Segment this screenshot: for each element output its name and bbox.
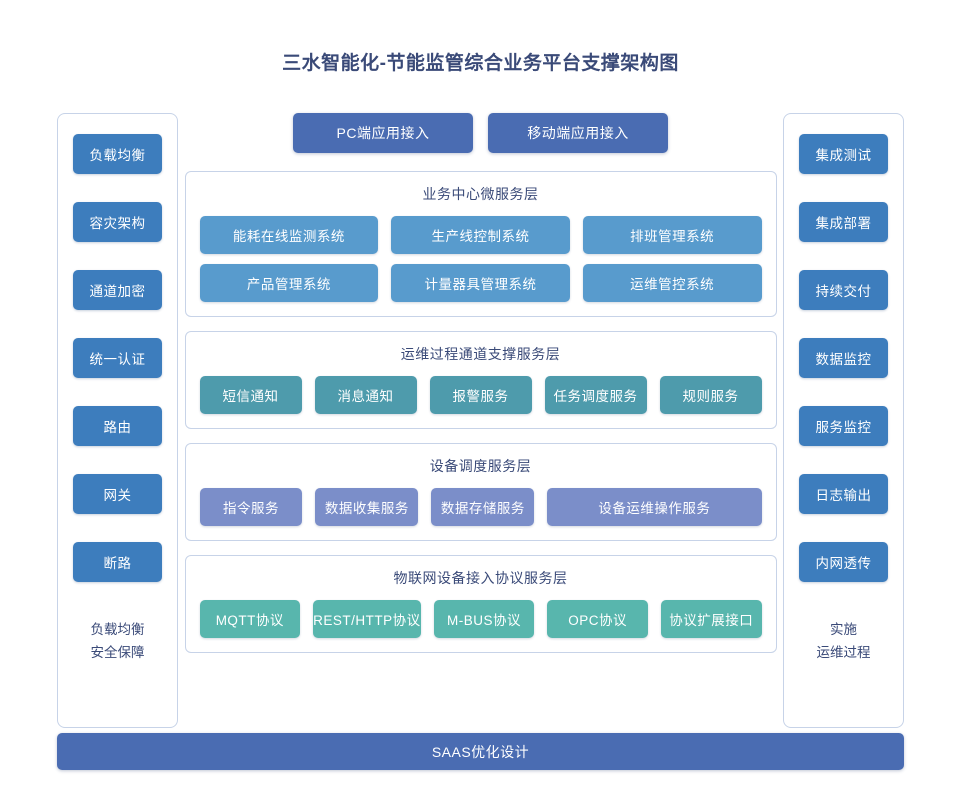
saas-optimization-bar[interactable]: SAAS优化设计 bbox=[57, 733, 904, 770]
layer-title-business: 业务中心微服务层 bbox=[422, 186, 539, 202]
access-button-pc[interactable]: PC端应用接入 bbox=[293, 113, 473, 153]
right-chip-log-output[interactable]: 日志输出 bbox=[799, 474, 888, 514]
right-support-column: 集成测试 集成部署 持续交付 数据监控 服务监控 日志输出 内网透传 实施 运维… bbox=[783, 113, 904, 728]
layer-title-iot: 物联网设备接入协议服务层 bbox=[393, 570, 568, 586]
left-chip-channel-encryption[interactable]: 通道加密 bbox=[73, 270, 162, 310]
left-chip-circuit-breaker[interactable]: 断路 bbox=[73, 542, 162, 582]
left-caption-line-1: 负载均衡 bbox=[90, 622, 145, 637]
right-chip-service-monitoring[interactable]: 服务监控 bbox=[799, 406, 888, 446]
layer-device-scheduling: 设备调度服务层 指令服务 数据收集服务 数据存储服务 设备运维操作服务 bbox=[184, 443, 777, 541]
chip-ops-control[interactable]: 运维管控系统 bbox=[582, 264, 762, 302]
right-chip-integration-deploy[interactable]: 集成部署 bbox=[799, 202, 888, 242]
center-stack: PC端应用接入 移动端应用接入 业务中心微服务层 能耗在线监测系统 生产线控制系… bbox=[184, 113, 777, 728]
chip-row-business-2: 产品管理系统 计量器具管理系统 运维管控系统 bbox=[199, 264, 762, 302]
chip-data-collection-service[interactable]: 数据收集服务 bbox=[315, 488, 419, 526]
chip-opc-protocol[interactable]: OPC协议 bbox=[547, 600, 648, 638]
chip-message-notification[interactable]: 消息通知 bbox=[314, 376, 417, 414]
layer-business-microservices: 业务中心微服务层 能耗在线监测系统 生产线控制系统 排班管理系统 产品管理系统 … bbox=[184, 171, 777, 317]
chip-mbus-protocol[interactable]: M-BUS协议 bbox=[433, 600, 535, 638]
layer-title-channel: 运维过程通道支撑服务层 bbox=[400, 346, 561, 362]
left-column-caption: 负载均衡 安全保障 bbox=[91, 618, 145, 664]
layer-iot-protocol-services: 物联网设备接入协议服务层 MQTT协议 REST/HTTP协议 M-BUS协议 … bbox=[184, 555, 777, 653]
chip-shift-management[interactable]: 排班管理系统 bbox=[582, 216, 762, 254]
left-chip-unified-auth[interactable]: 统一认证 bbox=[73, 338, 162, 378]
right-chip-intranet-passthrough[interactable]: 内网透传 bbox=[799, 542, 888, 582]
right-caption-line-2: 运维过程 bbox=[816, 645, 871, 660]
chip-sms-notification[interactable]: 短信通知 bbox=[199, 376, 302, 414]
chip-production-line-control[interactable]: 生产线控制系统 bbox=[391, 216, 570, 254]
chip-row-business-1: 能耗在线监测系统 生产线控制系统 排班管理系统 bbox=[199, 216, 762, 254]
left-chip-gateway[interactable]: 网关 bbox=[73, 474, 162, 514]
chip-metering-device-management[interactable]: 计量器具管理系统 bbox=[391, 264, 570, 302]
chip-energy-online-monitoring[interactable]: 能耗在线监测系统 bbox=[199, 216, 379, 254]
diagram-frame: 负载均衡 容灾架构 通道加密 统一认证 路由 网关 断路 负载均衡 安全保障 P… bbox=[57, 113, 904, 728]
right-column-caption: 实施 运维过程 bbox=[817, 618, 871, 664]
chip-row-iot-1: MQTT协议 REST/HTTP协议 M-BUS协议 OPC协议 协议扩展接口 bbox=[199, 600, 762, 638]
chip-row-channel-1: 短信通知 消息通知 报警服务 任务调度服务 规则服务 bbox=[199, 376, 762, 414]
chip-rest-http-protocol[interactable]: REST/HTTP协议 bbox=[313, 600, 421, 638]
right-chip-integration-test[interactable]: 集成测试 bbox=[799, 134, 888, 174]
layer-title-device: 设备调度服务层 bbox=[429, 458, 532, 474]
chip-rule-service[interactable]: 规则服务 bbox=[659, 376, 762, 414]
page-title: 三水智能化-节能监管综合业务平台支撑架构图 bbox=[282, 53, 679, 74]
chip-mqtt-protocol[interactable]: MQTT协议 bbox=[199, 600, 301, 638]
right-caption-line-1: 实施 bbox=[830, 622, 857, 637]
chip-command-service[interactable]: 指令服务 bbox=[199, 488, 303, 526]
chip-protocol-extension-interface[interactable]: 协议扩展接口 bbox=[660, 600, 762, 638]
right-chip-data-monitoring[interactable]: 数据监控 bbox=[799, 338, 888, 378]
chip-alarm-service[interactable]: 报警服务 bbox=[429, 376, 532, 414]
layer-ops-channel-support: 运维过程通道支撑服务层 短信通知 消息通知 报警服务 任务调度服务 规则服务 bbox=[184, 331, 777, 429]
right-chip-continuous-delivery[interactable]: 持续交付 bbox=[799, 270, 888, 310]
left-chip-disaster-recovery[interactable]: 容灾架构 bbox=[73, 202, 162, 242]
chip-product-management[interactable]: 产品管理系统 bbox=[199, 264, 379, 302]
chip-data-storage-service[interactable]: 数据存储服务 bbox=[431, 488, 535, 526]
chip-task-scheduling-service[interactable]: 任务调度服务 bbox=[544, 376, 647, 414]
left-caption-line-2: 安全保障 bbox=[90, 645, 145, 660]
chip-row-device-1: 指令服务 数据收集服务 数据存储服务 设备运维操作服务 bbox=[199, 488, 762, 526]
chip-device-ops-operation-service[interactable]: 设备运维操作服务 bbox=[547, 488, 762, 526]
application-access-row: PC端应用接入 移动端应用接入 bbox=[185, 113, 777, 153]
access-button-mobile[interactable]: 移动端应用接入 bbox=[488, 113, 668, 153]
left-chip-routing[interactable]: 路由 bbox=[73, 406, 162, 446]
left-chip-load-balancing[interactable]: 负载均衡 bbox=[73, 134, 162, 174]
left-support-column: 负载均衡 容灾架构 通道加密 统一认证 路由 网关 断路 负载均衡 安全保障 bbox=[57, 113, 178, 728]
